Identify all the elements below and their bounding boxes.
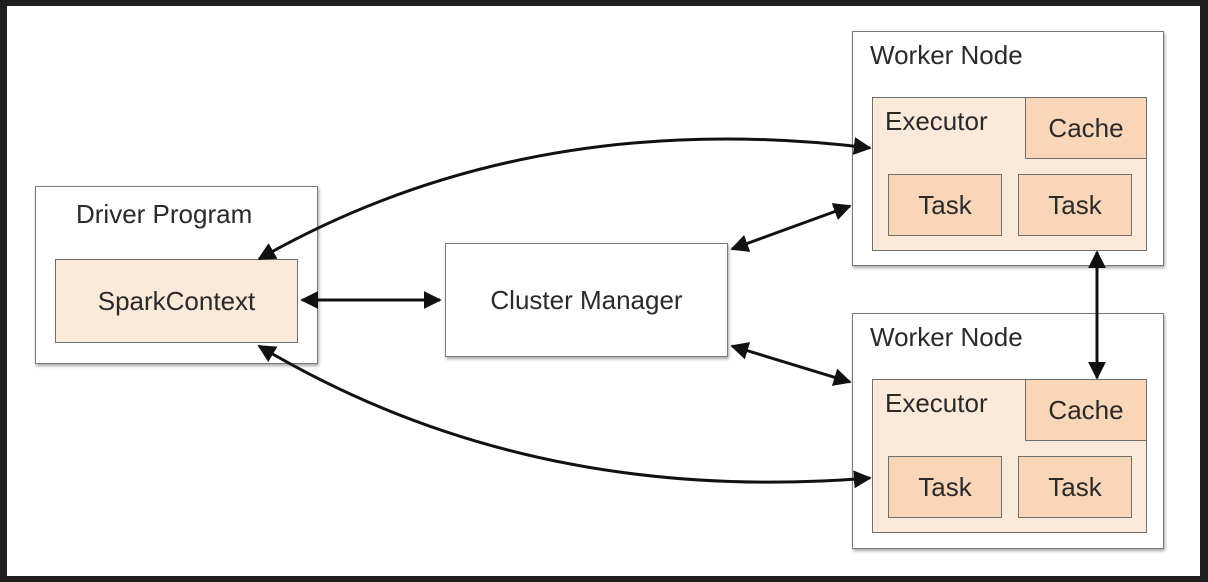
task-1b: Task <box>1018 174 1132 236</box>
task-2b: Task <box>1018 456 1132 518</box>
worker-node-1-title: Worker Node <box>870 40 1023 70</box>
spark-context-box: SparkContext <box>55 259 298 343</box>
connector-arrows <box>257 137 1106 489</box>
task-2a: Task <box>888 456 1002 518</box>
architecture-diagram: Driver Program SparkContext Cluster Mana… <box>7 6 1200 576</box>
arrow-cluster-worker1 <box>730 203 852 252</box>
cluster-manager-box: Cluster Manager <box>445 243 728 357</box>
executor-2-label: Executor <box>885 388 988 418</box>
cache-1: Cache <box>1025 97 1147 159</box>
arrow-driver-worker2 <box>257 344 872 489</box>
arrow-driver-worker1 <box>257 137 872 261</box>
worker-node-2: Worker Node Executor Cache Task Task <box>852 313 1164 549</box>
executor-1-label: Executor <box>885 106 988 136</box>
executor-1: Executor Cache Task Task <box>872 97 1147 251</box>
worker-node-2-title: Worker Node <box>870 322 1023 352</box>
worker-node-1: Worker Node Executor Cache Task Task <box>852 31 1164 266</box>
task-1a: Task <box>888 174 1002 236</box>
arrow-cluster-worker2 <box>730 342 852 386</box>
cache-2: Cache <box>1025 379 1147 441</box>
driver-program-title: Driver Program <box>76 199 253 229</box>
executor-2: Executor Cache Task Task <box>872 379 1147 533</box>
